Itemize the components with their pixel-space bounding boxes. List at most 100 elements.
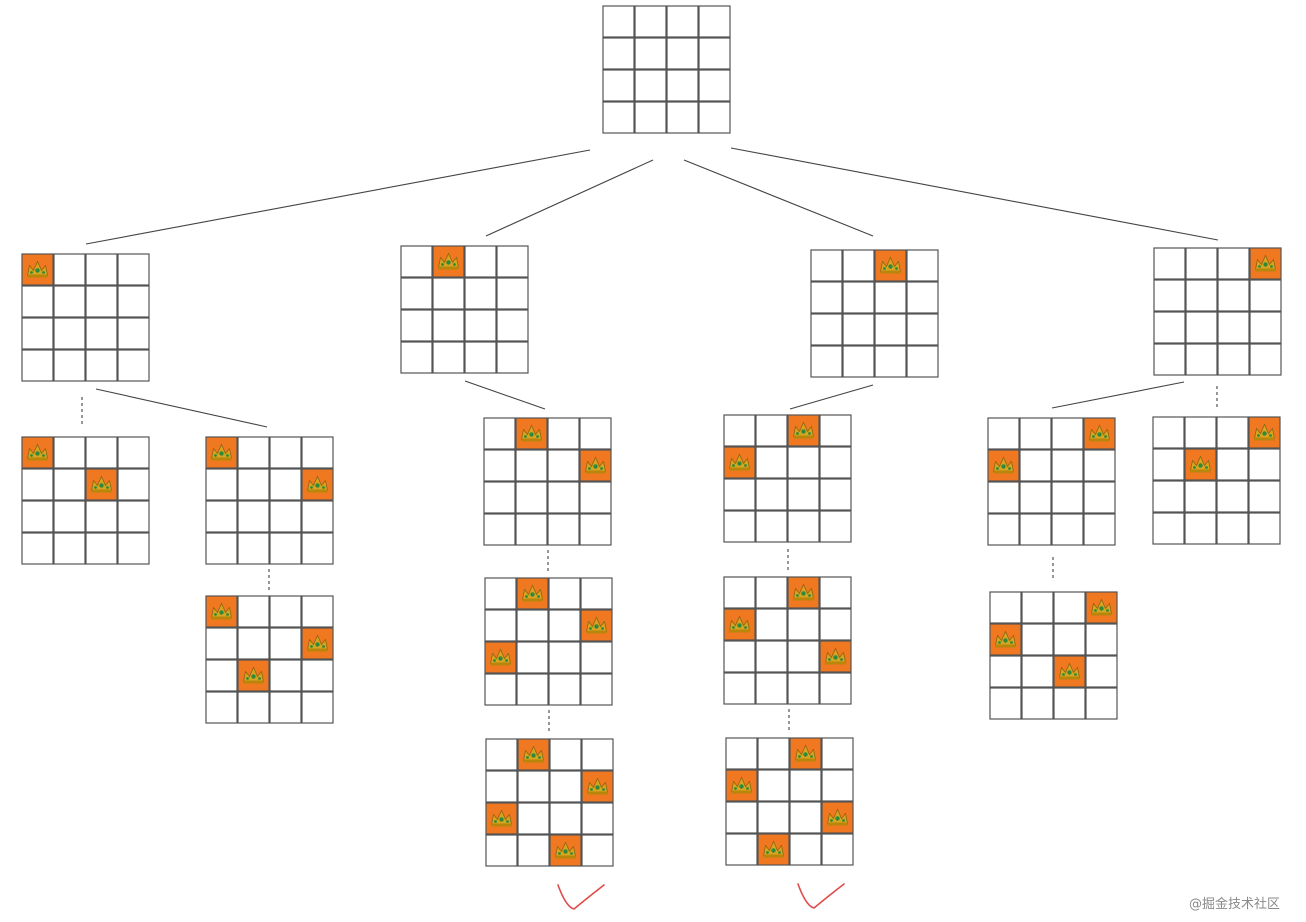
board-cell — [842, 281, 875, 314]
board-cell — [1153, 247, 1186, 280]
crown-icon — [993, 456, 1014, 474]
board-cell — [1152, 416, 1185, 449]
board-cell — [85, 317, 118, 350]
board-cell — [117, 317, 150, 350]
board-cell — [464, 245, 497, 278]
board-cell — [548, 609, 581, 642]
board-cell — [602, 101, 635, 134]
board-cell — [515, 449, 548, 482]
board-cell — [1053, 623, 1086, 656]
board-cell — [580, 673, 613, 706]
board-cell — [581, 738, 614, 771]
board-cell — [1021, 655, 1054, 688]
board-cell — [821, 833, 854, 866]
board-cell — [205, 691, 238, 724]
board-cell — [516, 673, 549, 706]
board-cell — [1053, 591, 1086, 624]
board-cell — [723, 672, 756, 705]
board-cell — [117, 500, 150, 533]
board-cell — [810, 345, 843, 378]
board-cell — [787, 446, 820, 479]
board-cell — [1217, 247, 1250, 280]
board-cell — [1153, 279, 1186, 312]
crown-icon — [1254, 423, 1275, 441]
board-cell — [1019, 449, 1052, 482]
board-cell — [874, 313, 907, 346]
board-cell — [432, 277, 465, 310]
board-cell — [485, 770, 518, 803]
board-cell — [1152, 512, 1185, 545]
board-cell — [1216, 448, 1249, 481]
board-cell — [53, 436, 86, 469]
crown-icon — [521, 424, 542, 442]
crown-icon — [729, 453, 750, 471]
board-cell — [989, 591, 1022, 624]
board-cell — [53, 532, 86, 565]
board-cell — [634, 5, 667, 38]
board-cell — [1019, 513, 1052, 546]
board-cell — [53, 253, 86, 286]
board-cell — [789, 801, 822, 834]
board-cell — [400, 341, 433, 374]
board-cell — [725, 833, 758, 866]
board-b3a2 — [725, 737, 854, 866]
board-cell — [483, 417, 516, 450]
crown-icon — [729, 615, 750, 633]
board-cell — [53, 500, 86, 533]
board-cell — [53, 468, 86, 501]
board-cell — [821, 769, 854, 802]
board-cell — [549, 738, 582, 771]
crown-icon — [995, 630, 1016, 648]
board-cell — [237, 468, 270, 501]
board-cell — [117, 285, 150, 318]
board-cell — [237, 532, 270, 565]
crown-icon — [793, 421, 814, 439]
queen-cell — [205, 436, 238, 469]
board-cell — [237, 436, 270, 469]
board-cell — [906, 249, 939, 282]
board-b4b — [1152, 416, 1281, 545]
crown-icon — [523, 745, 544, 763]
board-cell — [484, 577, 517, 610]
board-cell — [698, 69, 731, 102]
board-b3a — [723, 414, 852, 543]
board-cell — [1021, 591, 1054, 624]
board-cell — [21, 317, 54, 350]
board-b3a1 — [723, 576, 852, 705]
board-cell — [874, 345, 907, 378]
board-b4 — [1153, 247, 1282, 376]
board-cell — [1085, 687, 1118, 720]
board-cell — [85, 500, 118, 533]
crown-icon — [307, 475, 328, 493]
board-cell — [1184, 480, 1217, 513]
board-cell — [1153, 311, 1186, 344]
board-cell — [85, 349, 118, 382]
board-cell — [301, 595, 334, 628]
tree-edge-root-b3 — [683, 159, 874, 237]
board-cell — [874, 281, 907, 314]
board-cell — [301, 691, 334, 724]
board-cell — [819, 510, 852, 543]
board-cell — [723, 510, 756, 543]
board-cell — [1152, 448, 1185, 481]
board-cell — [634, 101, 667, 134]
crown-icon — [27, 443, 48, 461]
tree-edge-b4-b4a — [1051, 381, 1185, 409]
board-cell — [117, 468, 150, 501]
board-cell — [269, 468, 302, 501]
board-cell — [1216, 480, 1249, 513]
board-cell — [755, 576, 788, 609]
board-cell — [755, 510, 788, 543]
board-cell — [496, 341, 529, 374]
board-cell — [757, 801, 790, 834]
board-cell — [269, 595, 302, 628]
board-cell — [819, 446, 852, 479]
board-cell — [755, 478, 788, 511]
board-b1a — [21, 436, 150, 565]
board-cell — [117, 436, 150, 469]
board-cell — [666, 101, 699, 134]
board-cell — [483, 481, 516, 514]
board-cell — [1217, 311, 1250, 344]
board-cell — [1152, 480, 1185, 513]
board-root — [602, 5, 731, 134]
